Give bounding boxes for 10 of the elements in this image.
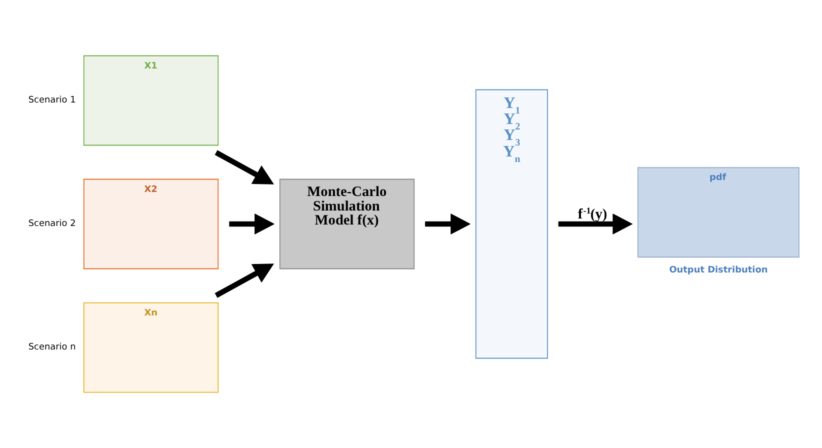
arrow — [214, 150, 274, 184]
node-label: Scenario 2 — [28, 219, 76, 230]
arrow — [558, 213, 633, 235]
arrow — [425, 213, 471, 235]
node-label: Scenario n — [28, 342, 76, 353]
arrow — [214, 264, 274, 298]
arrow — [229, 213, 275, 235]
edge-label: f$^{-1}$(y) — [578, 205, 608, 222]
node-label: Scenario 1 — [28, 96, 76, 106]
node-label: Output Distribution — [669, 265, 768, 276]
